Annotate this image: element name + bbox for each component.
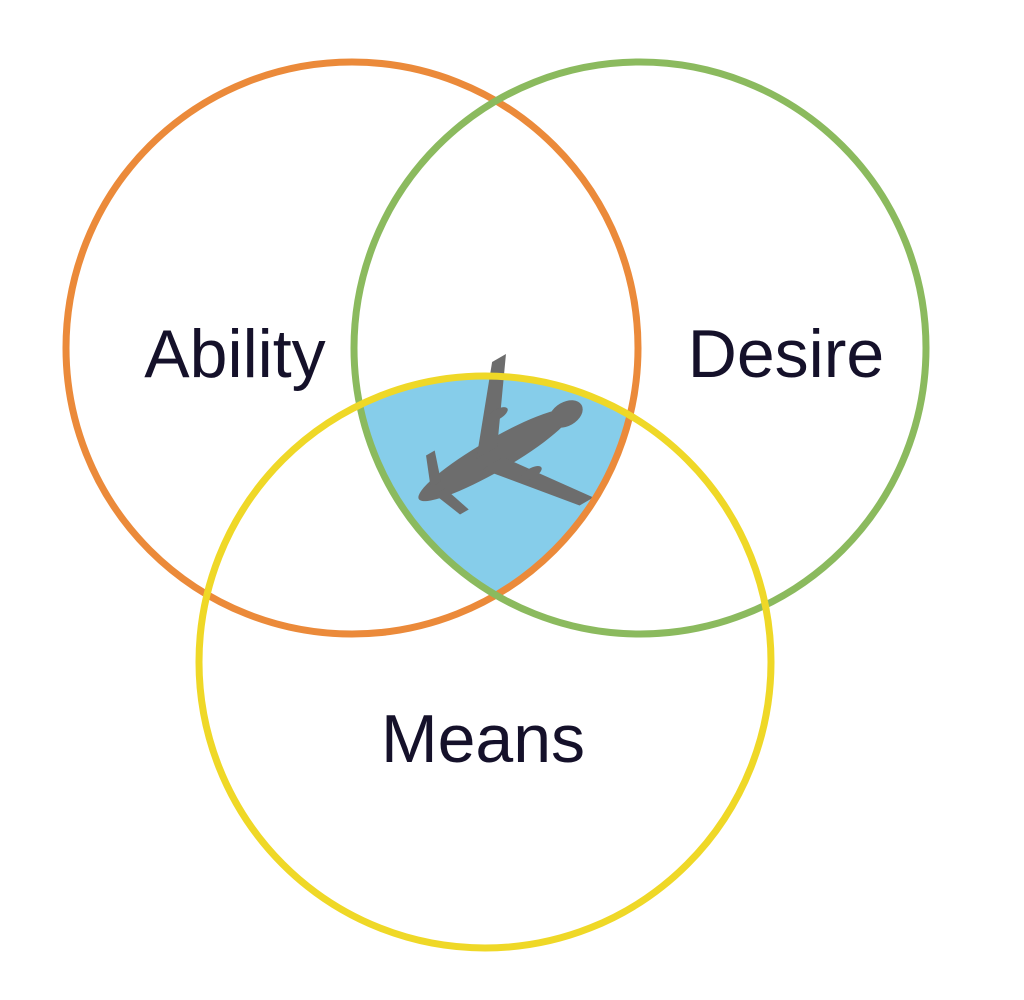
desire-circle (350, 58, 930, 638)
means-label: Means (381, 701, 585, 777)
desire-label: Desire (688, 316, 885, 392)
means-circle (195, 372, 775, 952)
ability-label: Ability (144, 316, 325, 392)
airplane-icon (418, 353, 594, 515)
ability-circle (62, 58, 642, 638)
